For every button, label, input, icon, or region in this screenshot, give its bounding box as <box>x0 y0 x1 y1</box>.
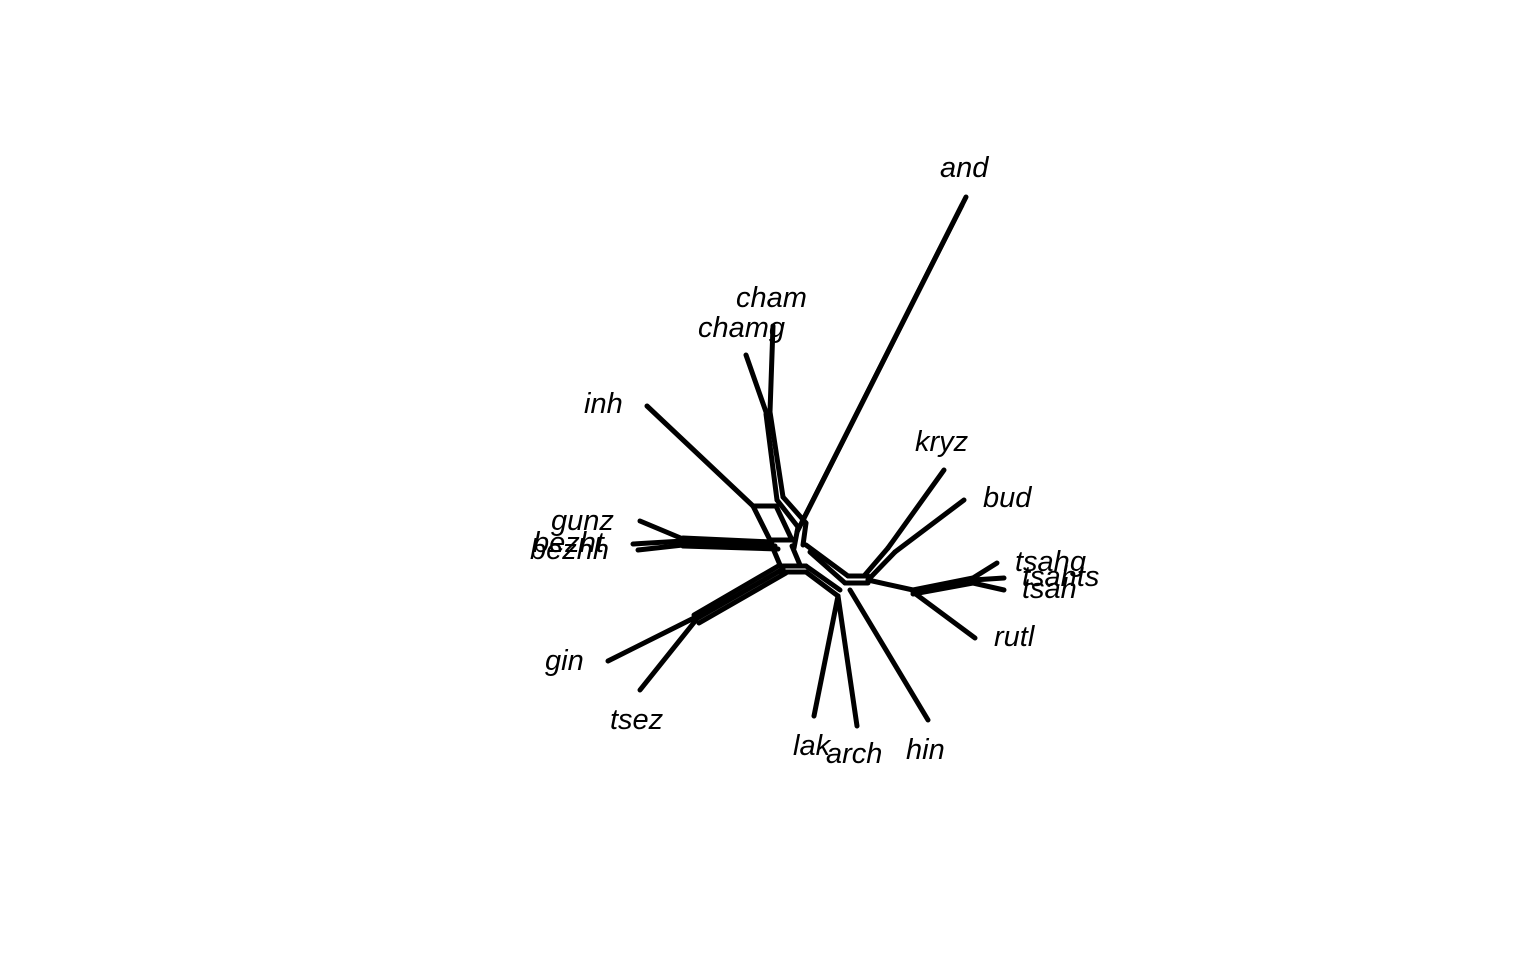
edge-gin <box>605 614 699 664</box>
edge-bez-stem-2 <box>680 539 778 549</box>
edge-core-3 <box>800 520 809 548</box>
edge-kryz-bud-stem-1 <box>861 545 891 579</box>
label-gin: gin <box>545 645 584 677</box>
edge-kryz <box>885 467 947 551</box>
edge-kryz-bud-stem-2 <box>865 549 898 583</box>
edge-bud <box>892 497 967 555</box>
edge-bezhh <box>635 542 686 553</box>
edge-tsah-stem-3 <box>910 580 976 597</box>
edge-gin-tsez-stem-2 <box>693 566 786 622</box>
label-rutl: rutl <box>994 621 1036 653</box>
label-tsahts: tsahts <box>1022 561 1099 593</box>
edge-cham-chamg-stem-parallel <box>763 411 780 503</box>
label-bud: bud <box>983 482 1032 514</box>
label-cham: cham <box>736 282 807 314</box>
edge-arch <box>835 593 860 729</box>
network-edges <box>605 194 1007 729</box>
taxon-labels: and cham chamg inh kryz bud gunz bezht b… <box>530 152 1099 770</box>
label-tsahg: tsahg <box>1015 546 1086 578</box>
edge-cham <box>767 323 776 415</box>
edge-hub-3 <box>803 563 843 593</box>
label-gunz: gunz <box>551 505 614 537</box>
edge-hub-4 <box>803 569 841 599</box>
edge-cham-chamg-stem <box>767 409 786 500</box>
edge-gin-tsez-stem-3 <box>696 570 789 626</box>
edge-hub-1 <box>803 542 851 579</box>
edge-core-2 <box>774 497 801 530</box>
label-inh: inh <box>584 388 623 420</box>
label-tsez: tsez <box>610 704 664 736</box>
edge-tsez <box>637 617 699 693</box>
label-kryz: kryz <box>915 426 969 458</box>
label-tsah: tsah <box>1022 573 1077 605</box>
label-hin: hin <box>906 734 945 766</box>
edge-gin-tsez-stem-1 <box>691 562 783 618</box>
edge-bez-stem-1 <box>680 535 775 545</box>
edge-hin <box>847 587 931 723</box>
label-lak: lak <box>793 730 832 762</box>
edge-gunz <box>637 518 686 542</box>
label-bezhh: bezhh <box>530 534 609 566</box>
edge-bezht <box>630 538 686 547</box>
edge-tsah-stem-1 <box>865 577 916 593</box>
label-and: and <box>940 152 989 184</box>
edge-tsah <box>970 580 1007 593</box>
edge-bez-stem-3 <box>680 543 781 552</box>
label-chamg: chamg <box>698 312 785 344</box>
edge-and-parallel <box>794 202 965 535</box>
edge-rutl <box>910 589 978 641</box>
label-arch: arch <box>826 738 882 770</box>
edge-chamg <box>743 352 769 415</box>
edge-core-4 <box>791 524 801 551</box>
edge-inh <box>644 403 756 509</box>
edge-hub-2 <box>807 549 848 586</box>
edge-tsahts <box>970 575 1007 583</box>
edge-core-10 <box>789 543 803 568</box>
edge-core-7 <box>773 503 795 543</box>
label-bezht: bezht <box>533 527 606 559</box>
edge-lak <box>811 593 841 719</box>
edge-tsahg <box>970 560 1000 581</box>
edge-core-1 <box>780 494 809 526</box>
edge-core-6 <box>750 503 773 543</box>
edge-tsah-stem-2 <box>910 575 976 593</box>
